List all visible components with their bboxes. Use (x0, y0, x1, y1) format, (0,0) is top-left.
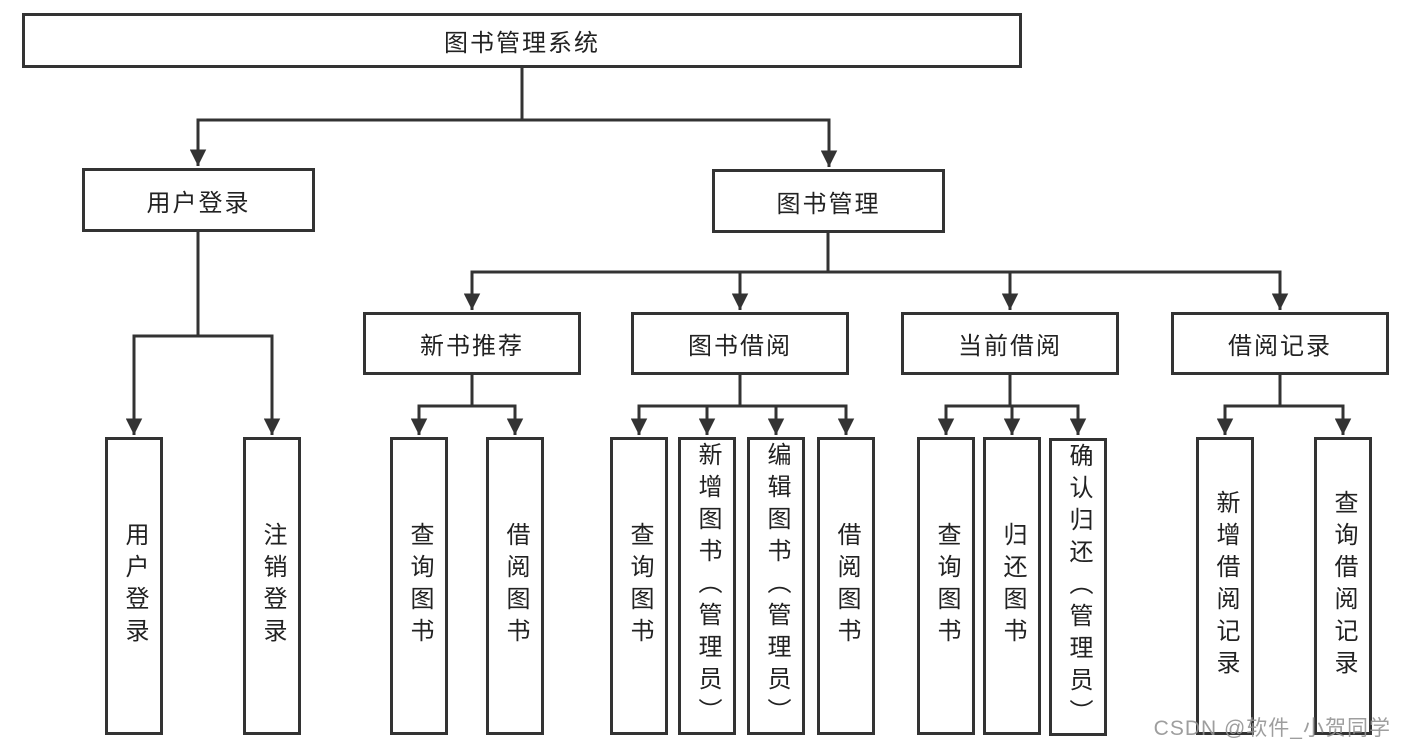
leaf-add-books-admin: 新增图书（管理员） (678, 437, 736, 735)
csdn-watermark: CSDN @软件_小贺同学 (1153, 717, 1391, 740)
node-label: 图书借阅 (688, 333, 792, 360)
leaf-add-borrow-record: 新增借阅记录 (1196, 437, 1254, 735)
leaf-label: 确认归还（管理员） (1065, 443, 1092, 731)
node-borrowing-records: 借阅记录 (1171, 312, 1389, 375)
leaf-query-borrow-record: 查询借阅记录 (1314, 437, 1372, 735)
leaf-label: 查询借阅记录 (1330, 490, 1357, 682)
node-book-borrowing: 图书借阅 (631, 312, 849, 375)
node-label: 用户登录 (146, 189, 251, 217)
leaf-label: 借阅图书 (833, 522, 860, 650)
node-library-system-root: 图书管理系统 (22, 13, 1022, 68)
leaf-user-login: 用户登录 (105, 437, 163, 735)
leaf-label: 注销登录 (259, 522, 286, 650)
leaf-label: 查询图书 (406, 522, 433, 650)
leaf-confirm-return-admin: 确认归还（管理员） (1049, 438, 1107, 736)
leaf-label: 查询图书 (933, 522, 960, 650)
node-user-login: 用户登录 (82, 168, 315, 232)
node-label: 借阅记录 (1228, 333, 1332, 360)
leaf-label: 新增图书（管理员） (694, 442, 721, 730)
leaf-query-books-recommend: 查询图书 (390, 437, 448, 735)
connector-newbooks-to-leaves (410, 375, 524, 435)
leaf-query-books-borrow: 查询图书 (610, 437, 668, 735)
node-label: 图书管理 (776, 190, 881, 218)
connector-root-to-level2 (189, 68, 838, 167)
leaf-return-books: 归还图书 (983, 437, 1041, 735)
node-label: 图书管理系统 (444, 30, 600, 57)
node-label: 当前借阅 (958, 333, 1062, 360)
connector-userlogin-to-leaves (125, 232, 281, 435)
connector-borrow-to-leaves (630, 375, 855, 435)
leaf-label: 查询图书 (626, 522, 653, 650)
leaf-label: 新增借阅记录 (1212, 490, 1239, 682)
leaf-borrow-books: 借阅图书 (817, 437, 875, 735)
connector-bookmgmt-to-level3 (463, 233, 1289, 310)
leaf-label: 编辑图书（管理员） (763, 442, 790, 730)
leaf-borrow-books-recommend: 借阅图书 (486, 437, 544, 735)
node-label: 新书推荐 (420, 333, 524, 360)
leaf-query-books-current: 查询图书 (917, 437, 975, 735)
leaf-edit-books-admin: 编辑图书（管理员） (747, 437, 805, 735)
node-book-management: 图书管理 (712, 169, 945, 233)
leaf-label: 用户登录 (121, 522, 148, 650)
node-current-borrowing: 当前借阅 (901, 312, 1119, 375)
leaf-label: 归还图书 (999, 522, 1026, 650)
connector-current-to-leaves (937, 375, 1087, 435)
node-new-book-recommend: 新书推荐 (363, 312, 581, 375)
connector-records-to-leaves (1216, 375, 1352, 435)
leaf-logout: 注销登录 (243, 437, 301, 735)
leaf-label: 借阅图书 (502, 522, 529, 650)
